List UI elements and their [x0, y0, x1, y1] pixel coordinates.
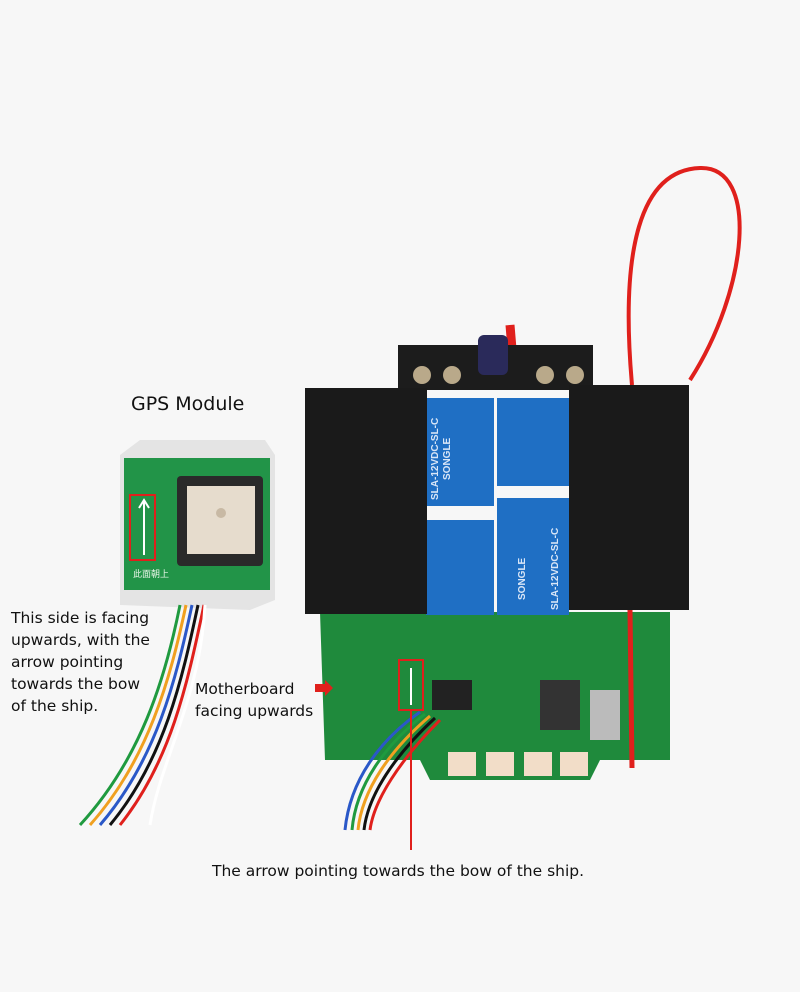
capacitor	[478, 335, 508, 375]
gps-module-title: GPS Module	[131, 393, 245, 415]
gps-board-text: 此面朝上	[133, 568, 169, 580]
heatsink-small	[590, 690, 620, 740]
red-wire-down	[627, 609, 635, 769]
motherboard-pointer-arrow	[315, 680, 333, 696]
note-line: of the ship.	[11, 697, 99, 715]
relays: SONGLE SONGLE SLA-12VDC-SL-C SLA-12VDC-S…	[426, 398, 569, 615]
note-line: Motherboard	[195, 680, 295, 698]
regulator	[540, 680, 580, 730]
terminal-screws	[413, 366, 584, 384]
gps-orientation-note: This side is facing upwards, with the ar…	[11, 607, 150, 717]
note-line: towards the bow	[11, 675, 141, 693]
bow-arrow-note: The arrow pointing towards the bow of th…	[212, 862, 585, 880]
heatsink-right	[569, 385, 689, 610]
note-line: facing upwards	[195, 702, 314, 720]
connectors	[448, 752, 588, 776]
gps-arrow-box	[129, 494, 156, 561]
svg-text:SONGLE: SONGLE	[517, 557, 528, 600]
motherboard-note: Motherboard facing upwards	[195, 678, 313, 722]
chip	[432, 680, 472, 710]
relay-brand-text: SONGLE	[442, 437, 453, 480]
note-line: upwards, with the	[11, 631, 150, 649]
gps-wires	[78, 604, 207, 827]
red-wire-loop	[626, 165, 742, 386]
motherboard-wires	[343, 710, 442, 831]
relay-model-text: SLA-12VDC-SL-C	[430, 418, 441, 500]
note-line: arrow pointing	[11, 653, 124, 671]
svg-text:SLA-12VDC-SL-C: SLA-12VDC-SL-C	[550, 528, 561, 610]
heatsink-left	[305, 388, 427, 614]
note-line: This side is facing	[11, 609, 150, 627]
